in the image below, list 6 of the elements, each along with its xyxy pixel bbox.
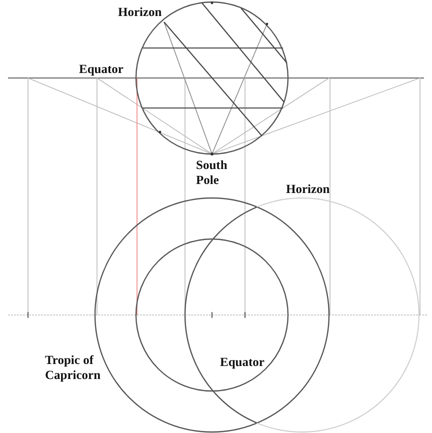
diagram-label: Equator <box>220 355 264 370</box>
diagram-label: Horizon <box>118 5 162 20</box>
diagram-label: South Pole <box>196 158 228 188</box>
diagram-label: Tropic of Capricorn <box>45 353 102 383</box>
diagram-label: Horizon <box>286 182 330 197</box>
diagram-label: Equator <box>79 62 124 77</box>
